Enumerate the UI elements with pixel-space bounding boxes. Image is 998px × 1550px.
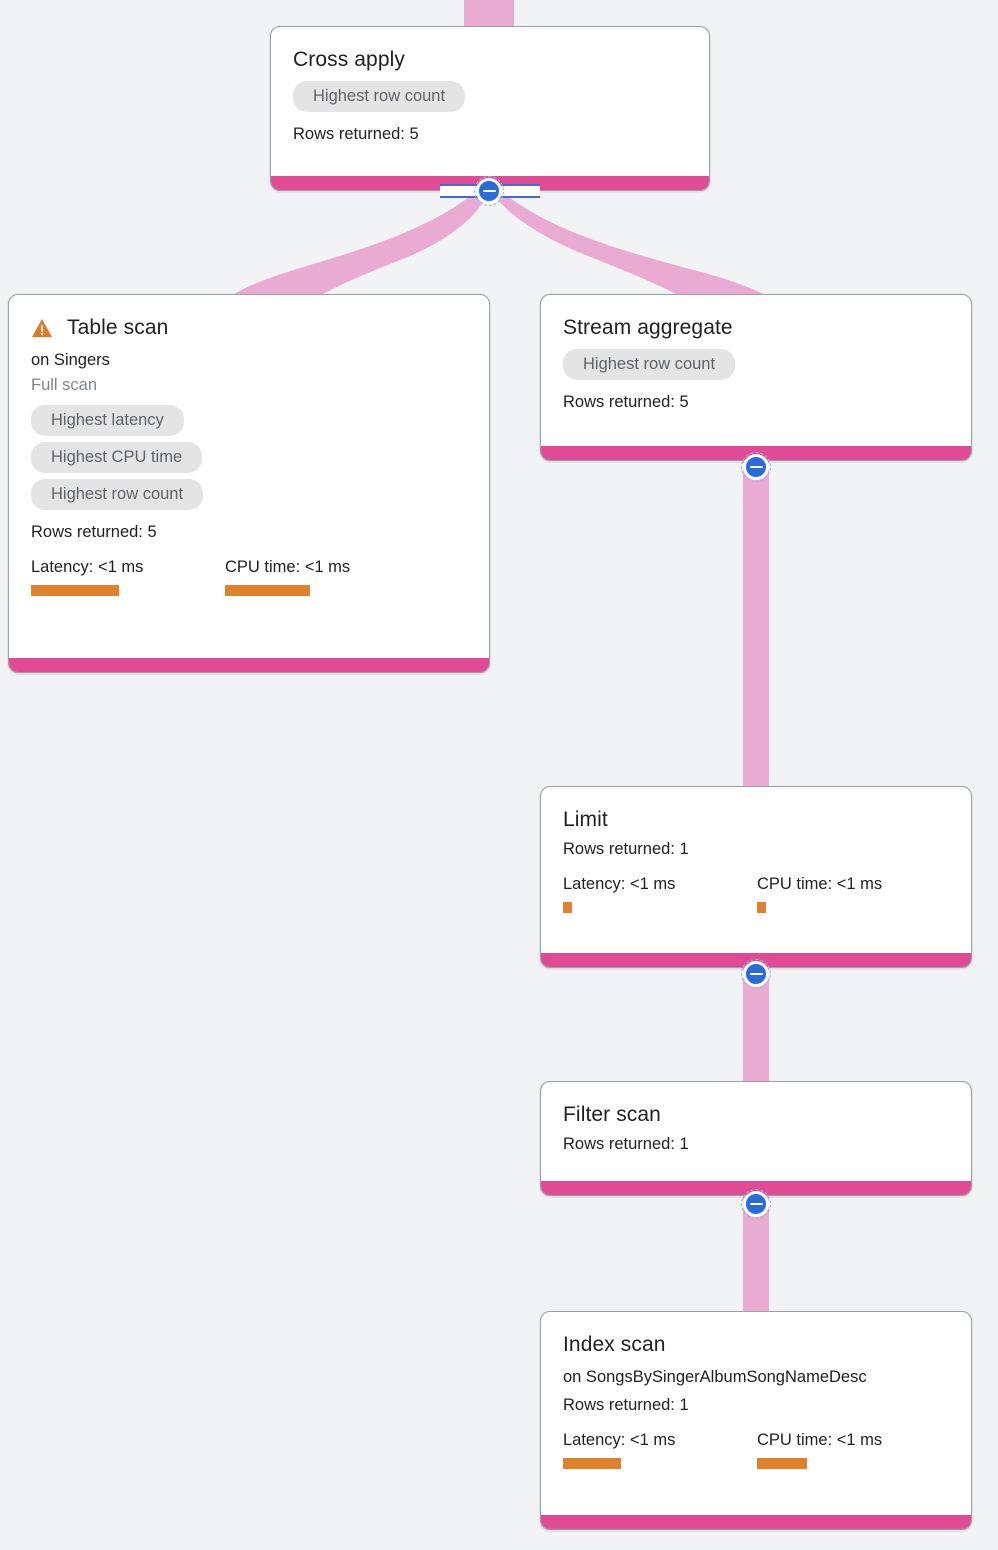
metric-cpu-time: CPU time: <1 ms (757, 1430, 951, 1469)
metric-cpu-time-bar (757, 1458, 807, 1469)
node-title: Filter scan (563, 1103, 661, 1126)
node-title: Limit (563, 808, 608, 831)
plan-node-filter-scan[interactable]: Filter scan Rows returned: 1 (540, 1081, 972, 1196)
node-content: Cross apply Highest row count Rows retur… (271, 27, 709, 164)
node-rows-returned: Rows returned: 5 (293, 125, 419, 143)
node-chips: Highest row count (563, 349, 949, 386)
metric-latency-bar (31, 585, 119, 596)
edge-cross-apply-to-table-scan (226, 190, 488, 302)
node-subtitle: on Singers (31, 351, 110, 369)
node-rows-returned: Rows returned: 1 (563, 1396, 689, 1414)
node-rows-returned: Rows returned: 1 (563, 1135, 689, 1153)
node-accent-bar (9, 658, 489, 672)
chip-highest-row-count: Highest row count (563, 349, 736, 380)
minus-circle-icon (482, 189, 496, 193)
node-metrics: Latency: <1 ms CPU time: <1 ms (563, 1430, 949, 1469)
node-content: Filter scan Rows returned: 1 (541, 1082, 971, 1174)
edge-cross-apply-to-stream-aggregate (492, 190, 778, 302)
metric-cpu-time-label: CPU time: <1 ms (757, 875, 883, 893)
node-title: Table scan (67, 316, 169, 339)
plan-node-limit[interactable]: Limit Rows returned: 1 Latency: <1 ms CP… (540, 786, 972, 968)
node-header: Limit (563, 807, 949, 833)
metric-cpu-time-bar (757, 902, 766, 913)
node-accent-bar (541, 1181, 971, 1195)
node-accent-bar (541, 1515, 971, 1529)
node-chips: Highest row count (293, 81, 687, 118)
collapse-toggle-stream-aggregate[interactable] (741, 452, 771, 482)
plan-node-index-scan[interactable]: Index scan on SongsBySingerAlbumSongName… (540, 1311, 972, 1530)
metric-cpu-time: CPU time: <1 ms (757, 874, 951, 913)
metric-cpu-time: CPU time: <1 ms (225, 557, 419, 596)
plan-node-table-scan[interactable]: Table scan on Singers Full scan Highest … (8, 294, 490, 673)
node-rows-returned: Rows returned: 1 (563, 840, 689, 858)
collapse-toggle-filter-scan[interactable] (741, 1189, 771, 1219)
collapse-toggle-cross-apply[interactable] (474, 176, 504, 206)
node-content: Stream aggregate Highest row count Rows … (541, 295, 971, 432)
node-subtitle: on SongsBySingerAlbumSongNameDesc (563, 1368, 867, 1386)
node-header: Cross apply (293, 47, 687, 73)
node-header: Table scan (31, 315, 467, 341)
metric-cpu-time-bar (225, 585, 310, 596)
node-detail: Full scan (31, 376, 98, 394)
node-accent-bar (541, 953, 971, 967)
node-header: Stream aggregate (563, 315, 949, 341)
chip-highest-cpu-time: Highest CPU time (31, 442, 203, 473)
edge-into-cross-apply (464, 0, 514, 26)
chip-highest-row-count: Highest row count (293, 81, 466, 112)
metric-latency-label: Latency: <1 ms (31, 558, 144, 576)
metric-latency: Latency: <1 ms (563, 1430, 757, 1469)
node-header: Filter scan (563, 1102, 949, 1128)
metric-cpu-time-label: CPU time: <1 ms (225, 558, 351, 576)
metric-latency: Latency: <1 ms (563, 874, 757, 913)
minus-circle-icon (749, 1202, 763, 1206)
node-title: Index scan (563, 1333, 666, 1356)
node-rows-returned: Rows returned: 5 (31, 523, 157, 541)
node-content: Index scan on SongsBySingerAlbumSongName… (541, 1312, 971, 1487)
collapse-toggle-limit[interactable] (741, 959, 771, 989)
node-accent-bar (541, 446, 971, 460)
chip-highest-latency: Highest latency (31, 405, 184, 436)
node-rows-returned: Rows returned: 5 (563, 393, 689, 411)
metric-cpu-time-label: CPU time: <1 ms (757, 1431, 883, 1449)
node-header: Index scan (563, 1332, 949, 1358)
metric-latency: Latency: <1 ms (31, 557, 225, 596)
plan-node-cross-apply[interactable]: Cross apply Highest row count Rows retur… (270, 26, 710, 191)
warning-triangle-icon (32, 318, 52, 338)
plan-node-stream-aggregate[interactable]: Stream aggregate Highest row count Rows … (540, 294, 972, 461)
node-content: Limit Rows returned: 1 Latency: <1 ms CP… (541, 787, 971, 931)
node-chips: Highest latency Highest CPU time Highest… (31, 405, 467, 516)
minus-circle-icon (749, 972, 763, 976)
minus-circle-icon (749, 465, 763, 469)
node-metrics: Latency: <1 ms CPU time: <1 ms (31, 557, 467, 596)
edge-stream-aggregate-to-limit (743, 455, 769, 790)
node-title: Cross apply (293, 48, 405, 71)
metric-latency-bar (563, 902, 572, 913)
node-title: Stream aggregate (563, 316, 733, 339)
metric-latency-bar (563, 1458, 621, 1469)
chip-highest-row-count: Highest row count (31, 479, 204, 510)
node-content: Table scan on Singers Full scan Highest … (9, 295, 489, 614)
node-metrics: Latency: <1 ms CPU time: <1 ms (563, 874, 949, 913)
metric-latency-label: Latency: <1 ms (563, 1431, 676, 1449)
metric-latency-label: Latency: <1 ms (563, 875, 676, 893)
